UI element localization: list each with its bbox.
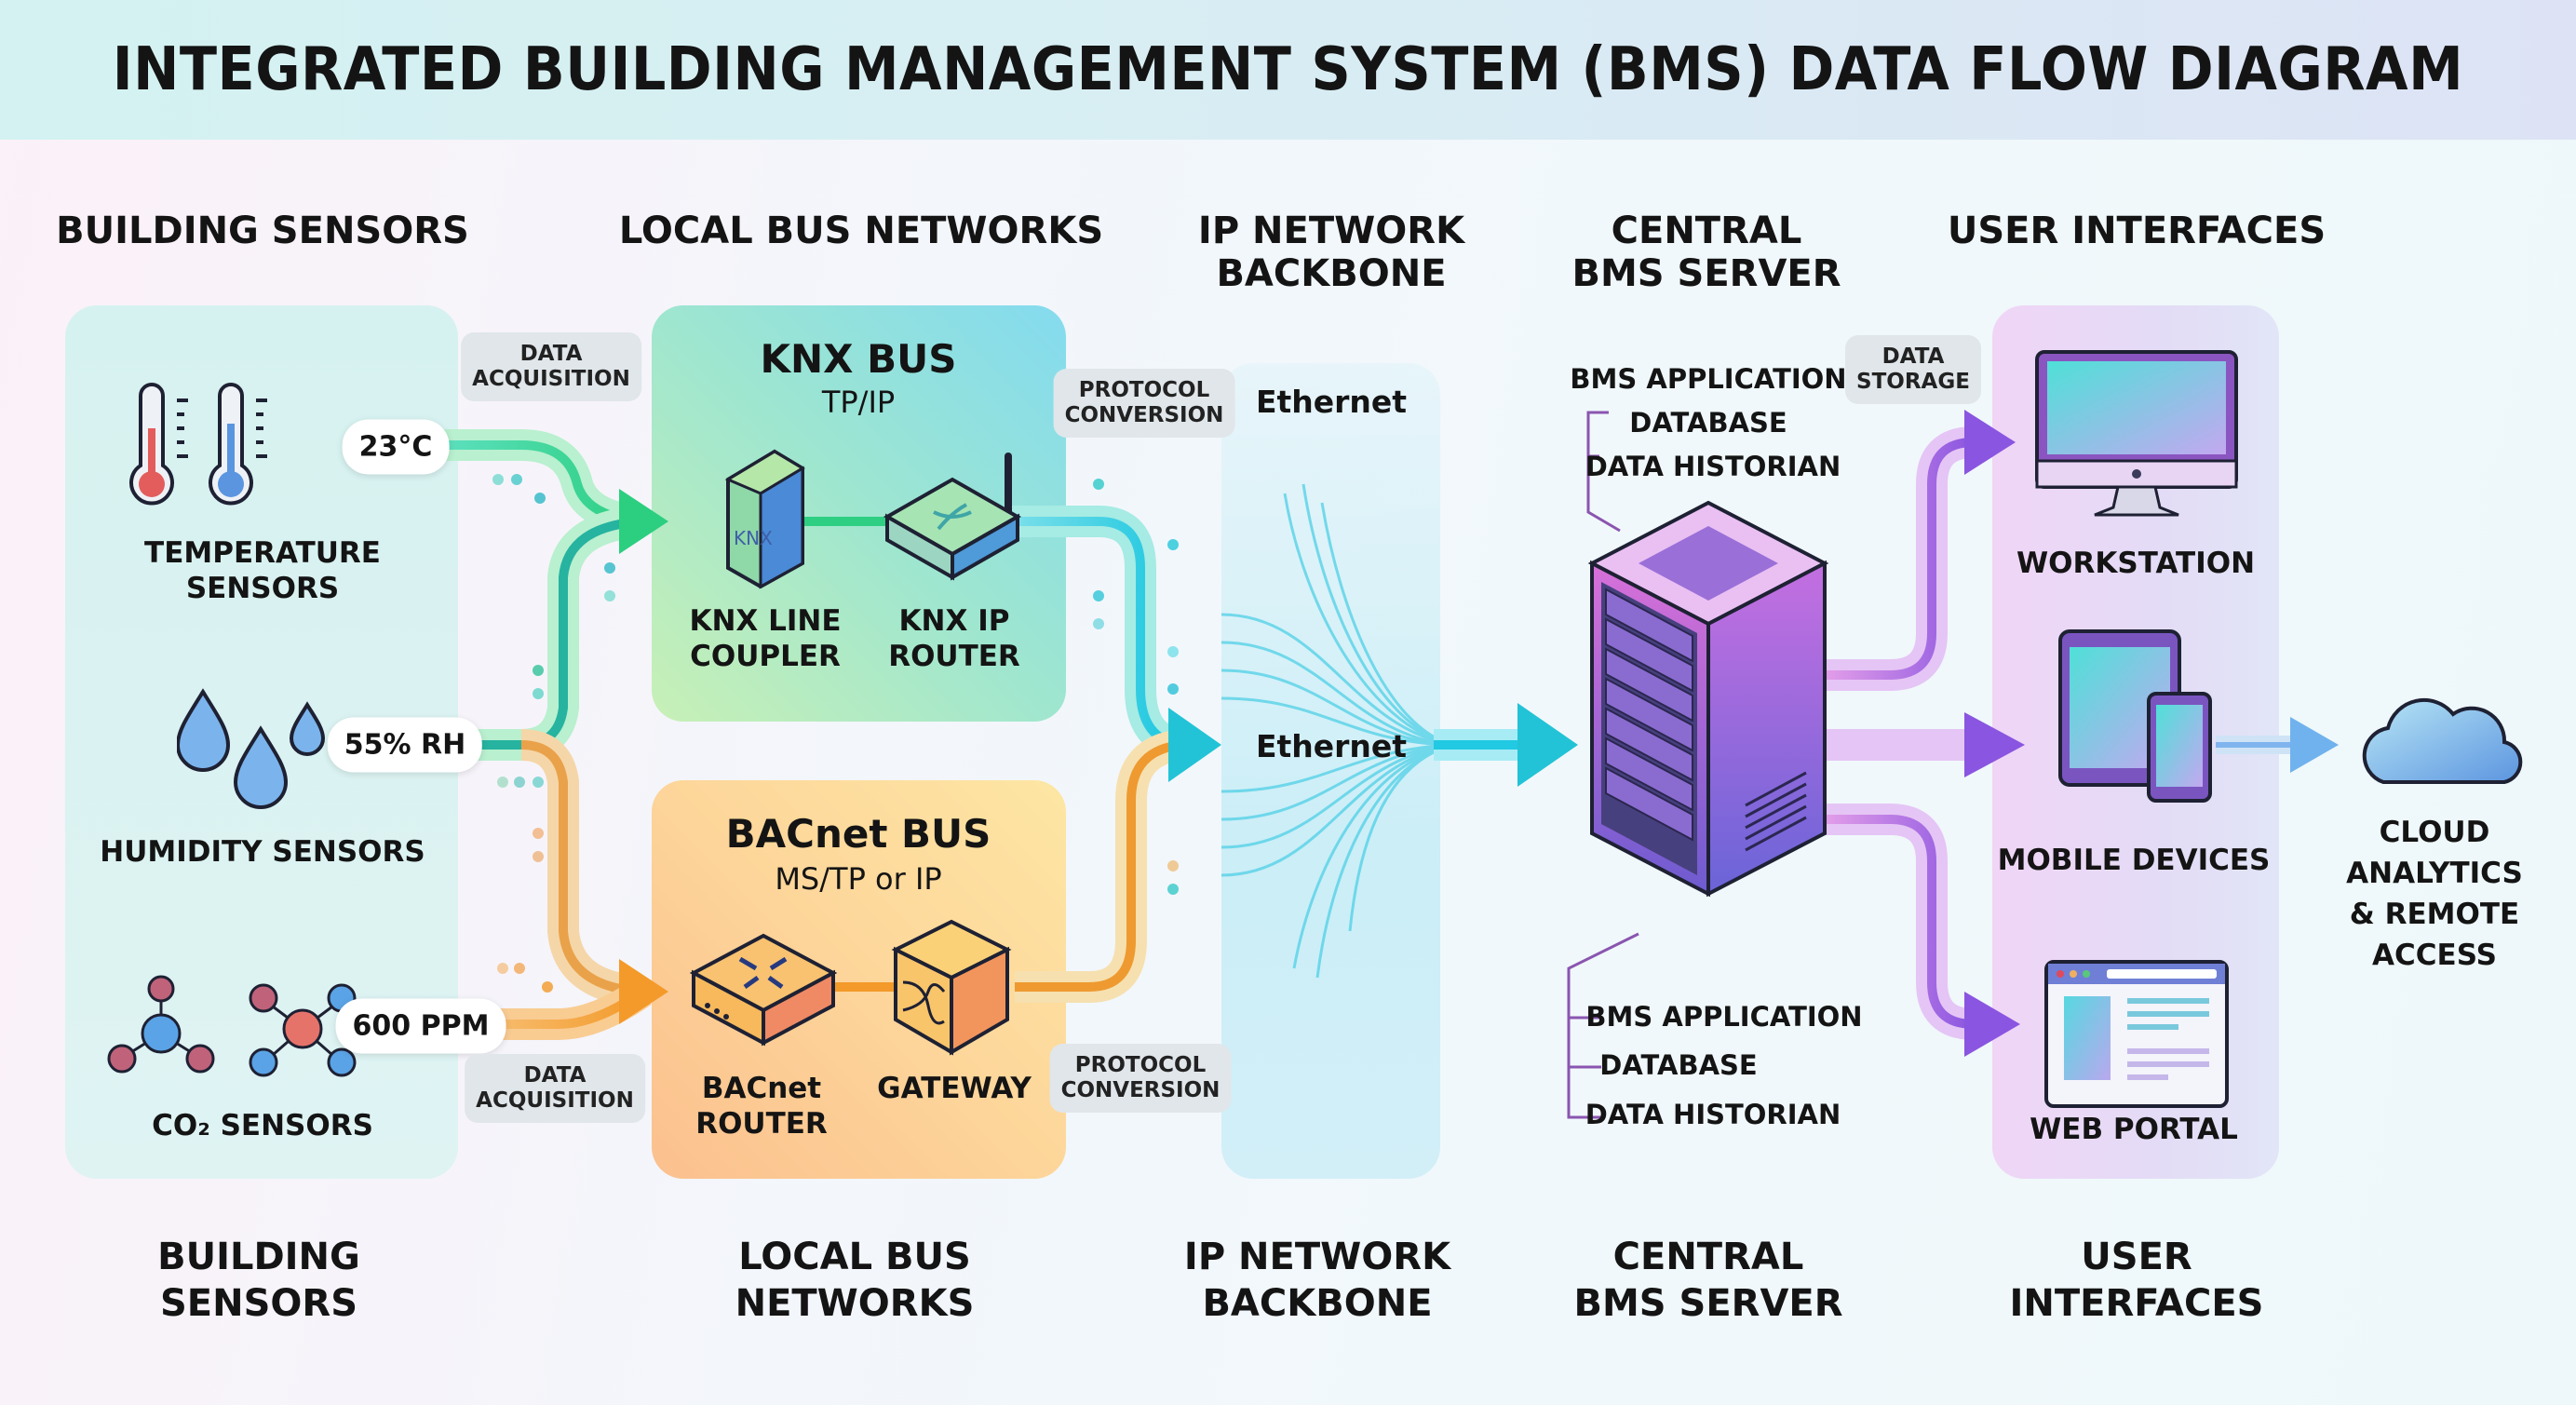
server-list-top-item: DATA HISTORIAN bbox=[1585, 451, 1841, 482]
server-list-bottom-item: DATABASE bbox=[1599, 1049, 1758, 1081]
footer-building-sensors: BUILDING SENSORS bbox=[157, 1236, 360, 1325]
cloud-icon bbox=[2362, 697, 2523, 784]
molecule-icon bbox=[107, 975, 357, 1077]
ethernet-label-middle: Ethernet bbox=[1255, 728, 1408, 764]
ui-label-web-portal: WEB PORTAL bbox=[2030, 1113, 2238, 1146]
arrow-into-server bbox=[1517, 703, 1578, 787]
chip-protocol-conversion-top: PROTOCOL CONVERSION bbox=[1053, 369, 1235, 438]
server-list-bottom-item: BMS APPLICATION bbox=[1585, 1001, 1863, 1033]
sensor-label-temperature: TEMPERATURE SENSORS bbox=[144, 536, 381, 605]
bacnet-bus-subtitle: MS/TP or IP bbox=[775, 861, 942, 897]
browser-window-icon bbox=[2044, 960, 2229, 1108]
data-dots bbox=[492, 474, 1179, 993]
server-list-top-item: BMS APPLICATION bbox=[1570, 363, 1847, 395]
server-bracket-top bbox=[1586, 411, 1621, 533]
monitor-icon bbox=[2035, 350, 2238, 517]
router-icon bbox=[883, 453, 1022, 581]
tablet-phone-icon bbox=[2058, 629, 2212, 803]
bacnet-device-router: BACnet ROUTER bbox=[695, 1072, 828, 1141]
cloud-label: CLOUD ANALYTICS & REMOTE ACCESS bbox=[2346, 816, 2523, 972]
header-local-bus-networks: LOCAL BUS NETWORKS bbox=[618, 209, 1104, 252]
knx-bus-subtitle: TP/IP bbox=[821, 385, 896, 420]
thermometer-icon bbox=[129, 383, 267, 506]
ethernet-fibres bbox=[1221, 483, 1453, 979]
knx-device-ip-router: KNX IP ROUTER bbox=[888, 604, 1020, 673]
server-bracket-bottom bbox=[1567, 932, 1639, 1119]
sensor-label-co2: CO₂ SENSORS bbox=[152, 1109, 373, 1142]
footer-central-bms-server: CENTRAL BMS SERVER bbox=[1573, 1236, 1843, 1325]
gateway-cube-icon bbox=[891, 919, 1012, 1056]
footer-ip-network-backbone: IP NETWORK BACKBONE bbox=[1183, 1236, 1451, 1325]
flow-bacnet-to-ethernet bbox=[1015, 729, 1185, 1003]
flow-knx-to-ethernet bbox=[1005, 506, 1185, 761]
flow-server-to-webportal bbox=[1825, 804, 1975, 1040]
header-user-interfaces: USER INTERFACES bbox=[1947, 209, 2326, 252]
reading-temperature: 23°C bbox=[342, 419, 450, 475]
arrow-into-knx bbox=[619, 489, 668, 554]
din-rail-module-icon: KNX bbox=[724, 449, 805, 589]
header-ip-network-backbone: IP NETWORK BACKBONE bbox=[1197, 209, 1465, 295]
router-arrows-icon bbox=[689, 933, 838, 1047]
ui-label-workstation: WORKSTATION bbox=[2016, 547, 2256, 580]
diagram-title: INTEGRATED BUILDING MANAGEMENT SYSTEM (B… bbox=[112, 35, 2464, 104]
chip-data-acquisition-bottom: DATA ACQUISITION bbox=[465, 1054, 645, 1123]
ethernet-label-top: Ethernet bbox=[1255, 384, 1408, 420]
footer-local-bus-networks: LOCAL BUS NETWORKS bbox=[735, 1236, 975, 1325]
header-building-sensors: BUILDING SENSORS bbox=[56, 209, 469, 252]
flow-server-to-workstation bbox=[1825, 426, 1975, 691]
title-bar: INTEGRATED BUILDING MANAGEMENT SYSTEM (B… bbox=[0, 0, 2576, 140]
reading-humidity: 55% RH bbox=[327, 717, 483, 773]
arrow-into-ethernet bbox=[1168, 708, 1221, 782]
knx-bus-title: KNX BUS bbox=[760, 336, 957, 382]
server-list-top-item: DATABASE bbox=[1629, 407, 1787, 439]
sensor-label-humidity: HUMIDITY SENSORS bbox=[100, 835, 425, 869]
flow-humidity-split bbox=[456, 506, 644, 761]
chip-data-acquisition-top: DATA ACQUISITION bbox=[461, 332, 641, 401]
reading-co2: 600 PPM bbox=[335, 998, 506, 1054]
footer-user-interfaces: USER INTERFACES bbox=[2009, 1236, 2264, 1325]
bacnet-bus-title: BACnet BUS bbox=[725, 811, 991, 857]
water-drops-icon bbox=[177, 688, 326, 809]
bacnet-device-gateway: GATEWAY bbox=[877, 1072, 1032, 1105]
server-list-bottom-item: DATA HISTORIAN bbox=[1585, 1099, 1841, 1130]
chip-data-storage: DATA STORAGE bbox=[1845, 335, 1981, 404]
svg-text:KNX: KNX bbox=[734, 527, 773, 549]
server-tower-icon bbox=[1587, 500, 1829, 898]
arrow-into-bacnet bbox=[619, 959, 668, 1024]
ui-label-mobile-devices: MOBILE DEVICES bbox=[1997, 844, 2271, 877]
knx-device-line-coupler: KNX LINE COUPLER bbox=[689, 604, 842, 673]
header-central-bms-server: CENTRAL BMS SERVER bbox=[1571, 209, 1841, 295]
chip-protocol-conversion-bottom: PROTOCOL CONVERSION bbox=[1049, 1044, 1232, 1113]
